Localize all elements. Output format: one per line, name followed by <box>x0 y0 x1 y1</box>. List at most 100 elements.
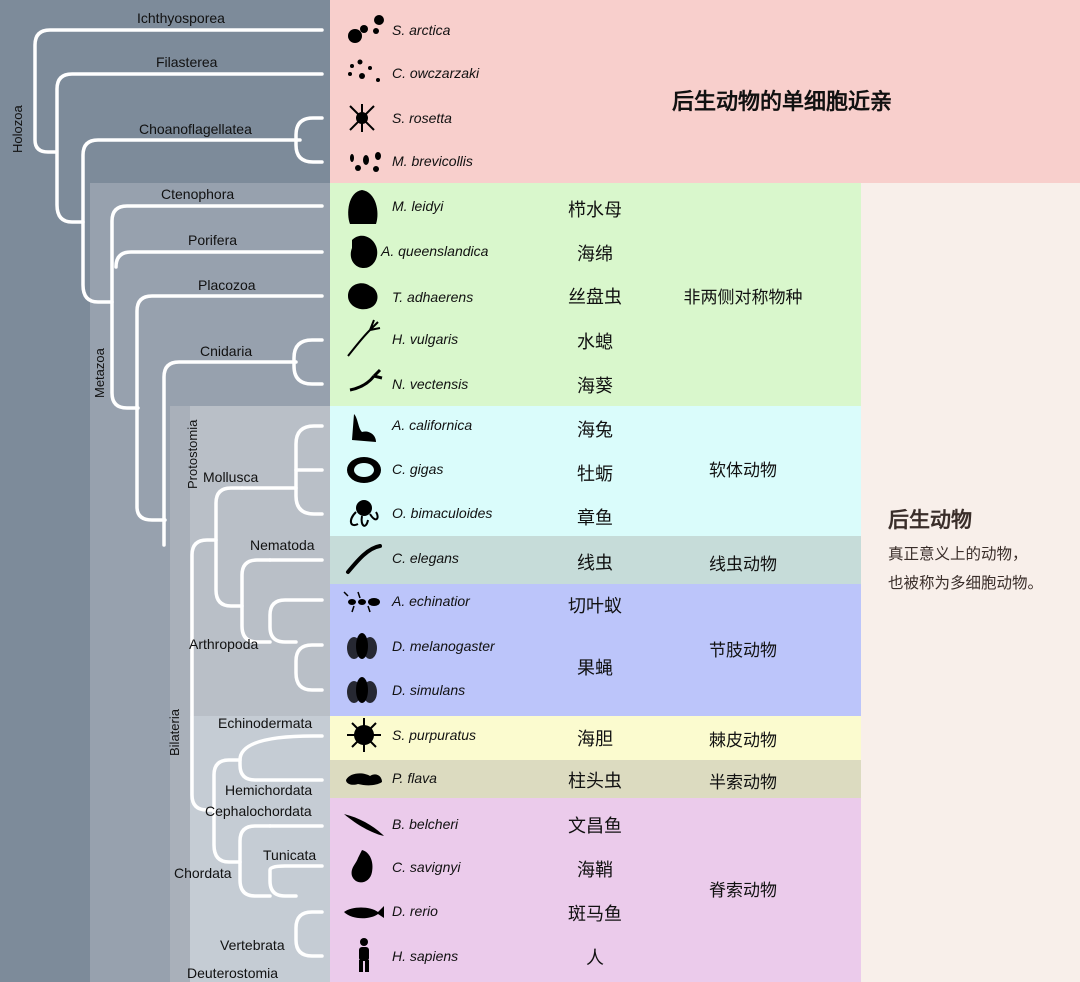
species-cn-name: 牡蛎 <box>577 464 613 485</box>
s-arctica-icon <box>348 15 384 43</box>
species-cn-name: 海兔 <box>577 420 613 441</box>
species-cn-name: 人 <box>586 948 604 969</box>
mollusc-row <box>330 406 861 536</box>
group-unicellular-label: 后生动物的单细胞近亲 <box>672 90 893 115</box>
echinoderm-row <box>330 716 861 760</box>
group-echinoderm-label: 棘皮动物 <box>709 731 777 751</box>
clade-ctenophora: Ctenophora <box>161 186 235 202</box>
d-melanogaster-icon <box>347 633 377 659</box>
m-leidyi-icon <box>348 190 378 224</box>
clade-arthropoda: Arthropoda <box>189 636 259 652</box>
species-name: T. adhaerens <box>392 289 474 305</box>
species-cn-name: 章鱼 <box>577 508 613 529</box>
clade-placozoa: Placozoa <box>198 277 256 293</box>
clade-chordata: Chordata <box>174 865 232 881</box>
clade-nematoda: Nematoda <box>250 537 315 553</box>
drosophila-cn-name: 果蝇 <box>577 658 613 679</box>
metazoa-note-line1: 真正意义上的动物， <box>888 545 1028 563</box>
a-californica-icon <box>352 414 376 442</box>
species-cn-name: 栉水母 <box>568 200 622 221</box>
metazoa-note-line2: 也被称为多细胞动物。 <box>888 574 1044 592</box>
species-name: B. belcheri <box>392 816 459 832</box>
arthropod-row <box>330 584 861 716</box>
species-cn-name: 海鞘 <box>577 860 613 881</box>
b-belcheri-icon <box>344 814 384 836</box>
clade-ichthyosporea: Ichthyosporea <box>137 10 225 26</box>
species-cn-name: 海绵 <box>577 244 613 265</box>
species-name: H. vulgaris <box>392 331 459 347</box>
h-vulgaris-icon <box>347 319 381 357</box>
s-purpuratus-icon <box>347 718 381 752</box>
c-gigas-icon <box>347 457 381 483</box>
species-name: S. arctica <box>392 22 451 38</box>
c-elegans-icon <box>346 544 382 574</box>
clade-hemichordata: Hemichordata <box>225 782 313 798</box>
h-sapiens-icon <box>359 938 369 972</box>
clade-mollusca: Mollusca <box>203 469 259 485</box>
a-queenslandica-icon <box>350 235 378 268</box>
clade-echinodermata: Echinodermata <box>218 715 313 731</box>
c-savignyi-icon <box>351 850 373 883</box>
clade-filasterea: Filasterea <box>156 54 218 70</box>
nonbilateral-row <box>330 183 861 406</box>
clade-cephalochordata: Cephalochordata <box>205 803 312 819</box>
o-bimaculoides-icon <box>350 500 379 527</box>
nematode-row <box>330 536 861 584</box>
species-cn-name: 海胆 <box>577 729 613 750</box>
species-name: M. brevicollis <box>392 153 473 169</box>
clade-porifera: Porifera <box>188 232 238 248</box>
species-name: D. melanogaster <box>392 638 495 654</box>
clade-choanoflagellatea: Choanoflagellatea <box>139 121 252 137</box>
species-name: D. simulans <box>392 682 466 698</box>
bilateria-label: Bilateria <box>167 709 182 756</box>
hemichordate-row <box>330 760 861 798</box>
metazoa-note-title: 后生动物 <box>888 508 972 532</box>
species-cn-name: 柱头虫 <box>568 771 622 792</box>
s-rosetta-icon <box>349 104 375 132</box>
species-name: O. bimaculoides <box>392 505 493 521</box>
species-name: S. purpuratus <box>392 727 477 743</box>
species-name: C. savignyi <box>392 859 461 875</box>
clade-vertebrata: Vertebrata <box>220 937 285 953</box>
d-rerio-icon <box>344 906 384 919</box>
species-cn-name: 斑马鱼 <box>568 904 622 925</box>
species-name: A. californica <box>392 417 473 433</box>
species-cn-name: 海葵 <box>577 376 613 397</box>
n-vectensis-icon <box>349 368 383 392</box>
species-name: A. echinatior <box>392 593 470 609</box>
group-nematode-label: 线虫动物 <box>709 555 777 575</box>
species-name: P. flava <box>392 770 437 786</box>
species-cn-name: 水螅 <box>577 332 613 353</box>
p-flava-icon <box>346 773 382 786</box>
protostomia-label: Protostomia <box>185 419 200 489</box>
group-hemichordate-label: 半索动物 <box>709 773 777 793</box>
species-name: D. rerio <box>392 903 438 919</box>
d-simulans-icon <box>347 677 377 703</box>
clade-deuterostomia: Deuterostomia <box>187 965 279 981</box>
m-brevicollis-icon <box>350 152 381 172</box>
a-echinatior-icon <box>343 591 380 613</box>
species-name: S. rosetta <box>392 110 452 126</box>
species-name: H. sapiens <box>392 948 459 964</box>
group-arthropod-label: 节肢动物 <box>709 641 777 661</box>
group-chordate-label: 脊索动物 <box>709 881 777 901</box>
group-mollusc-label: 软体动物 <box>709 461 777 481</box>
holozoa-label: Holozoa <box>10 105 25 153</box>
t-adhaerens-icon <box>348 283 378 310</box>
species-cn-name: 文昌鱼 <box>568 816 622 837</box>
chordate-row <box>330 798 861 982</box>
species-name: N. vectensis <box>392 376 469 392</box>
clade-tunicata: Tunicata <box>263 847 317 863</box>
clade-cnidaria: Cnidaria <box>200 343 253 359</box>
group-nonbilateral-label: 非两侧对称物种 <box>683 288 803 308</box>
species-name: C. elegans <box>392 550 459 566</box>
species-silhouettes <box>343 15 384 972</box>
phylogenetic-tree <box>33 28 324 958</box>
c-owczarzaki-icon <box>348 59 380 82</box>
species-cn-name: 丝盘虫 <box>568 287 622 308</box>
species-cn-name: 切叶蚁 <box>568 596 622 617</box>
species-name: C. owczarzaki <box>392 65 480 81</box>
species-name: C. gigas <box>392 461 444 477</box>
species-cn-name: 线虫 <box>577 553 613 574</box>
metazoa-label: Metazoa <box>92 348 107 398</box>
